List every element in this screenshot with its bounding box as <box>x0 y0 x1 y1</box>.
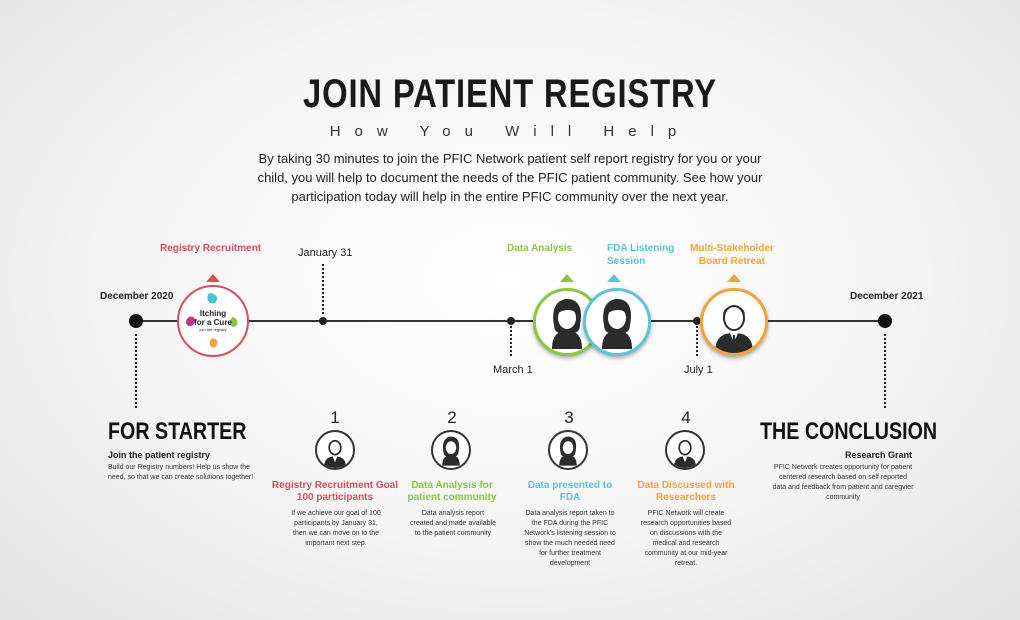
starter-body: Build our Registry numbers! Help us show… <box>108 464 254 481</box>
step-3-number: 3 <box>564 408 574 427</box>
step-4-title-line2: Researchers <box>655 492 717 503</box>
end-node <box>878 314 892 328</box>
step-2-title: Data Analysis for patient community <box>392 480 512 504</box>
step-2-body: Data analysis report created and made av… <box>410 510 497 537</box>
step-3-title-line2: FDA <box>559 492 581 503</box>
woman-icon <box>442 436 460 466</box>
man-icon <box>323 439 347 468</box>
board-label-line1: Multi-Stakeholder <box>690 243 774 254</box>
blue-marker <box>607 274 621 282</box>
page-title: JOIN PATIENT REGISTRY <box>303 72 717 116</box>
july-node <box>693 317 701 325</box>
registry-recruitment-label: Registry Recruitment <box>160 243 262 254</box>
fda-label-line1: FDA Listening <box>607 243 675 254</box>
man-icon <box>673 439 697 468</box>
step-2-title-line1: Data Analysis for <box>411 480 493 491</box>
step-3-title: Data presented to FDA <box>510 480 630 504</box>
conclusion-heading: THE CONCLUSION <box>760 418 938 445</box>
board-label-line2: Board Retreat <box>698 256 766 267</box>
march-node <box>507 317 515 325</box>
end-connector <box>884 334 886 408</box>
board-retreat-label: Multi-Stakeholder Board Retreat <box>690 242 774 268</box>
man-icon <box>703 291 765 353</box>
start-node <box>129 314 143 328</box>
logo-line3: join the registry <box>199 327 227 332</box>
conclusion-subheading: Research Grant <box>844 450 912 460</box>
start-date: December 2020 <box>100 291 174 302</box>
step-1-number: 1 <box>330 408 340 427</box>
step-3-body: Data analysis report taken to the FDA du… <box>524 510 616 567</box>
woman-icon <box>536 291 598 353</box>
step-1-title: Registry Recruitment Goal 100 participan… <box>255 480 415 504</box>
march-date: March 1 <box>493 364 533 376</box>
logo-art <box>186 293 238 348</box>
step-1-body: If we achieve our goal of 100 participan… <box>291 510 381 547</box>
step-4-icon <box>665 430 705 470</box>
january-node <box>319 317 327 325</box>
woman-icon <box>559 436 577 466</box>
step-4-title-line1: Data Discussed with <box>637 480 735 491</box>
woman-icon <box>586 291 648 353</box>
red-marker <box>206 274 220 282</box>
data-analysis-label: Data Analysis <box>507 243 573 254</box>
step-4-body: PFIC Network will create research opport… <box>640 510 732 567</box>
logo-line2: for a Cure <box>194 318 232 327</box>
page-subtitle: How You Will Help <box>329 123 691 140</box>
end-date: December 2021 <box>850 291 924 302</box>
orange-marker <box>727 274 741 282</box>
fda-session-label: FDA Listening Session <box>607 242 674 268</box>
green-marker <box>560 274 574 282</box>
march-connector <box>510 326 512 356</box>
january-date: January 31 <box>298 247 353 259</box>
july-connector <box>696 326 698 356</box>
step-1-title-line2: 100 participants <box>296 492 374 503</box>
conclusion-body: PFIC Network creates opportunity for pat… <box>772 464 914 501</box>
july-date: July 1 <box>684 364 713 376</box>
step-3-title-line1: Data presented to <box>527 480 613 491</box>
start-connector <box>135 334 137 408</box>
step-2-icon <box>431 430 471 470</box>
intro-text: By taking 30 minutes to join the PFIC Ne… <box>257 151 763 204</box>
board-retreat-avatar <box>700 288 768 356</box>
step-4-title: Data Discussed with Researchers <box>625 480 747 504</box>
step-1-title-line1: Registry Recruitment Goal <box>271 480 399 491</box>
fda-avatar <box>583 288 651 356</box>
logo-line1: Itching <box>199 309 227 318</box>
data-analysis-avatar <box>533 288 601 356</box>
step-3-icon <box>548 430 588 470</box>
step-1-icon <box>315 430 355 470</box>
starter-subheading: Join the patient registry <box>108 450 211 460</box>
step-2-number: 2 <box>447 408 457 427</box>
fda-label-line2: Session <box>607 256 646 267</box>
starter-heading: FOR STARTER <box>108 418 247 445</box>
january-connector <box>322 264 324 314</box>
itching-for-a-cure-logo: Itching for a Cure join the registry <box>177 285 249 357</box>
step-2-title-line2: patient community <box>407 492 497 503</box>
step-4-number: 4 <box>681 408 691 427</box>
